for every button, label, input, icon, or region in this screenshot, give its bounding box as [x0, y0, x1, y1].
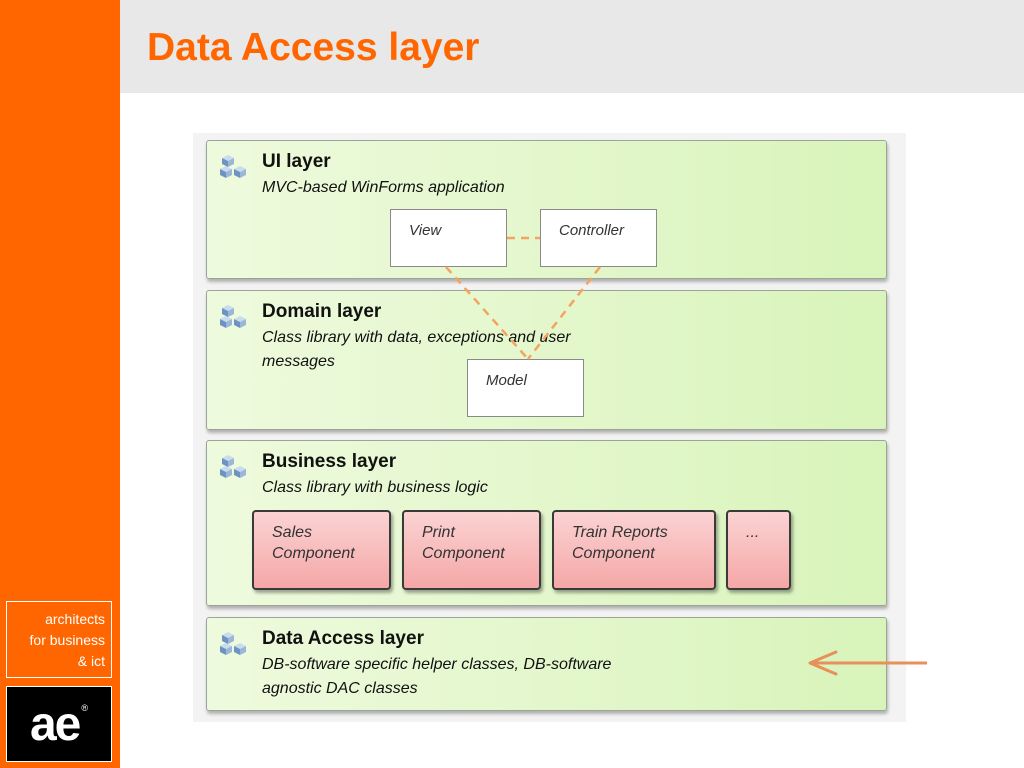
layer-description: MVC-based WinForms application	[262, 179, 505, 196]
layer-description: DB-software specific helper classes, DB-…	[262, 656, 612, 697]
controller-node: Controller	[540, 209, 657, 267]
logo-text: ae	[29, 697, 81, 751]
brand-sidebar: architects for business & ict ae®	[0, 0, 120, 768]
component-box: Train Reports Component	[552, 510, 716, 590]
page-title: Data Access layer	[147, 26, 480, 69]
data-access-layer: Data Access layer DB-software specific h…	[206, 617, 887, 711]
component-label: Train Reports	[572, 524, 668, 541]
component-label: Print	[422, 524, 455, 541]
layer-title: Domain layer	[262, 301, 382, 322]
registered-mark: ®	[81, 703, 89, 713]
title-bar: Data Access layer	[120, 0, 1024, 93]
cubes-icon	[220, 305, 246, 328]
component-label: ...	[746, 524, 760, 541]
tagline: architects for business & ict	[6, 601, 112, 678]
component-label: Component	[272, 545, 355, 562]
layer-title: UI layer	[262, 151, 331, 172]
cubes-icon	[220, 155, 246, 178]
component-label: Component	[422, 545, 505, 562]
view-node: View	[390, 209, 507, 267]
ae-logo: ae®	[6, 686, 112, 762]
layer-title: Business layer	[262, 451, 397, 472]
cubes-icon	[220, 632, 246, 655]
cubes-icon	[220, 455, 246, 478]
layer-description: Class library with business logic	[262, 479, 488, 496]
component-box: Print Component	[402, 510, 541, 590]
component-box: Sales Component	[252, 510, 391, 590]
component-label: Sales	[272, 524, 313, 541]
tagline-line: architects	[45, 611, 105, 627]
tagline-line: for business	[29, 632, 105, 648]
component-box: ...	[726, 510, 791, 590]
layer-title: Data Access layer	[262, 628, 424, 649]
model-node: Model	[467, 359, 584, 417]
component-label: Component	[572, 545, 655, 562]
tagline-line: & ict	[77, 653, 105, 669]
